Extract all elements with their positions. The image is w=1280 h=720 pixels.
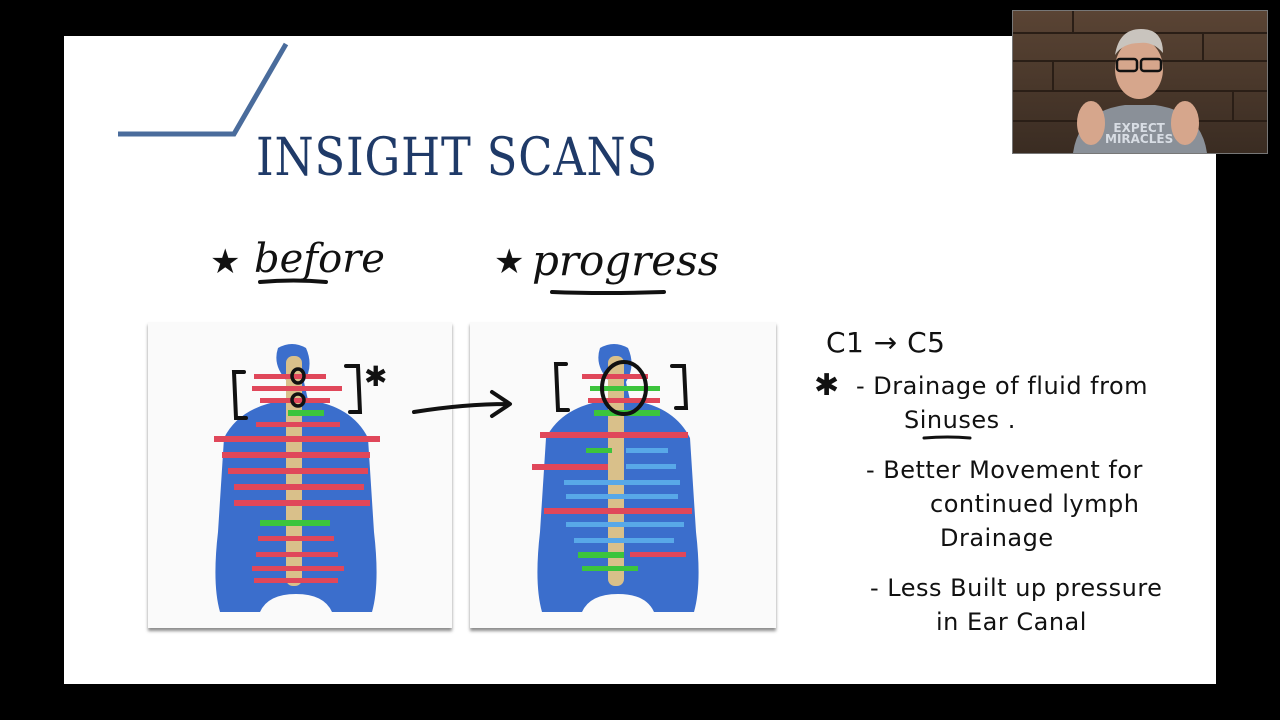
body-scan-before	[214, 344, 380, 612]
slide-title: INSIGHT SCANS	[256, 128, 658, 188]
webcam-video-feed: EXPECT MIRACLES	[1012, 10, 1268, 154]
webcam-scene	[1013, 11, 1267, 153]
note-3-line-2: in Ear Canal	[936, 608, 1087, 636]
note-2-line-1: - Better Movement for	[866, 456, 1143, 484]
body-scan-progress	[532, 344, 699, 612]
label-progress: progress	[532, 236, 720, 285]
star-icon: ★	[494, 242, 525, 282]
star-icon: ✱	[814, 368, 840, 403]
label-before: before	[254, 236, 385, 282]
scan-progress-image	[470, 322, 776, 628]
note-2-line-3: Drainage	[940, 524, 1054, 552]
note-3-line-1: - Less Built up pressure	[870, 574, 1163, 602]
slide-corner-decoration	[118, 42, 289, 137]
note-1-line-1: - Drainage of fluid from	[856, 372, 1149, 400]
star-icon: ★	[210, 242, 241, 282]
notes-heading: C1 → C5	[826, 326, 946, 359]
note-1-line-2: Sinuses .	[904, 406, 1016, 434]
scan-before-image	[148, 322, 452, 628]
shirt-text: EXPECT MIRACLES	[1105, 121, 1174, 146]
note-2-line-2: continued lymph	[930, 490, 1140, 518]
